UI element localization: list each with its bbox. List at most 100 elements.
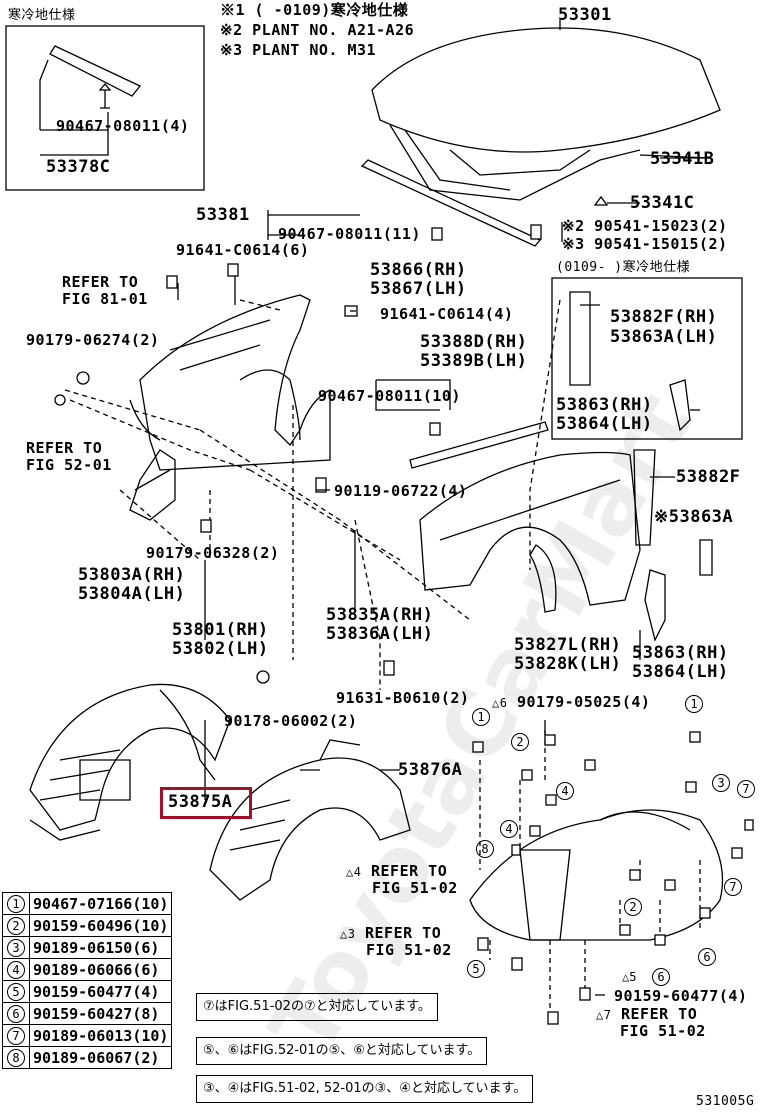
inset-box-cold (5, 25, 205, 191)
label-53875a[interactable]: 53875A (168, 792, 233, 812)
legend-number: 3 (2, 936, 30, 959)
legend-number: 1 (2, 892, 30, 915)
header-note-2: ※2 PLANT NO. A21-A26 (220, 21, 415, 39)
legend-number-circle: 2 (7, 917, 25, 935)
highlight-box-53875a (160, 787, 252, 819)
callout-1b: 1 (685, 695, 703, 713)
label-90467-a: 90467-08011(11) (278, 225, 421, 243)
callout-4b: 4 (500, 820, 518, 838)
inset-box-0109 (551, 277, 743, 440)
label-53804a: 53804A(LH) (78, 584, 186, 604)
callout-4: 4 (556, 782, 574, 800)
label-53827l: 53827L(RH) (514, 635, 622, 655)
header-note-3: ※3 PLANT NO. M31 (220, 41, 377, 59)
label-53803a: 53803A(RH) (78, 565, 186, 585)
legend-part-number: 90189-06067(2) (28, 1046, 173, 1069)
callout-6: 6 (698, 948, 716, 966)
label-53863-rh-inset: 53863(RH) (556, 395, 653, 415)
inset-cold-title: 寒冷地仕様 (8, 8, 76, 23)
label-53882f: 53882F (676, 467, 741, 487)
diagram-code: 531005G (696, 1094, 755, 1109)
legend-number-circle: 7 (7, 1027, 25, 1045)
label-53864-lh-inset: 53864(LH) (556, 414, 653, 434)
inset-0109-title: (0109- )寒冷地仕様 (556, 260, 691, 275)
legend-part-number: 90159-60427(8) (28, 1002, 173, 1025)
refer-5102-a-line1: △4 REFER TO (346, 862, 448, 880)
callout-7: 7 (737, 780, 755, 798)
callout-2b: 2 (624, 898, 642, 916)
hood-seal-part (49, 45, 142, 97)
refer-5102-b-line1: △3 REFER TO (340, 924, 442, 942)
refer-81-line2: FIG 81-01 (62, 290, 148, 308)
label-53802: 53802(LH) (172, 639, 269, 659)
callout-6b: 6 (652, 968, 670, 986)
label-53341b: 53341B (650, 149, 715, 169)
label-90179-c: △6 90179-05025(4) (492, 693, 651, 711)
fender-liner-rear (209, 757, 411, 901)
label-53378c: 53378C (46, 157, 111, 177)
note-box-7: ⑦はFIG.51-02の⑦と対応しています。 (196, 993, 438, 1021)
legend-number-circle: 6 (7, 1005, 25, 1023)
fender-left (139, 294, 331, 471)
callout-2: 2 (511, 733, 529, 751)
label-53389b: 53389B(LH) (420, 351, 528, 371)
label-90467-b: 90467-08011(10) (318, 387, 461, 405)
label-53866: 53866(RH) (370, 260, 467, 280)
fender-bracket (129, 449, 176, 521)
fender-seal-rod (409, 421, 549, 469)
legend-number-circle: 1 (7, 895, 25, 913)
legend-number: 4 (2, 958, 30, 981)
label-53867: 53867(LH) (370, 279, 467, 299)
triangle-5-icon: △5 (622, 970, 637, 984)
label-90119: 90119-06722(4) (334, 482, 468, 500)
legend-part-number: 90189-06013(10) (28, 1024, 173, 1047)
label-53882f-rh: 53882F(RH) (610, 307, 718, 327)
label-53876a: 53876A (398, 760, 463, 780)
refer-5102-c-line1: △7 REFER TO (596, 1005, 698, 1023)
label-91631: 91631-B0610(2) (336, 689, 470, 707)
refer-5102-b-line2: FIG 51-02 (366, 941, 452, 959)
legend-number-circle: 4 (7, 961, 25, 979)
callout-3: 3 (712, 774, 730, 792)
label-90541-a: ※2 90541-15023(2) (562, 217, 728, 235)
label-53835a: 53835A(RH) (326, 605, 434, 625)
label-90178: 90178-06002(2) (224, 712, 358, 730)
note-box-3-4: ③、④はFIG.51-02, 52-01の③、④と対応しています。 (196, 1075, 534, 1103)
label-53828k: 53828K(LH) (514, 654, 622, 674)
label-91641-b: 91641-C0614(4) (380, 305, 514, 323)
label-91641-a: 91641-C0614(6) (176, 241, 310, 259)
label-90159: 90159-60477(4) (614, 987, 748, 1005)
label-90467-inset: 90467-08011(4) (56, 117, 190, 135)
legend-number: 6 (2, 1002, 30, 1025)
legend-number: 2 (2, 914, 30, 937)
label-53341c: 53341C (630, 193, 695, 213)
refer-81-line1: REFER TO (62, 273, 139, 291)
label-90541-b: ※3 90541-15015(2) (562, 235, 728, 253)
legend-number: 5 (2, 980, 30, 1003)
refer-5102-c-line2: FIG 51-02 (620, 1022, 706, 1040)
callout-5: 5 (467, 960, 485, 978)
label-53801: 53801(RH) (172, 620, 269, 640)
header-note-1: ※1 ( -0109)寒冷地仕様 (220, 1, 409, 19)
legend-number-circle: 8 (7, 1049, 25, 1067)
legend-number-circle: 5 (7, 983, 25, 1001)
callout-7b: 7 (724, 878, 742, 896)
triangle-3-icon: △3 (340, 927, 356, 941)
legend-number: 8 (2, 1046, 30, 1069)
legend-part-number: 90189-06066(6) (28, 958, 173, 981)
refer-5102-a-line2: FIG 51-02 (372, 879, 458, 897)
legend-part-number: 90189-06150(6) (28, 936, 173, 959)
legend-number: 7 (2, 1024, 30, 1047)
label-53863-rh: 53863(RH) (632, 643, 729, 663)
triangle-6-icon: △6 (492, 696, 508, 710)
